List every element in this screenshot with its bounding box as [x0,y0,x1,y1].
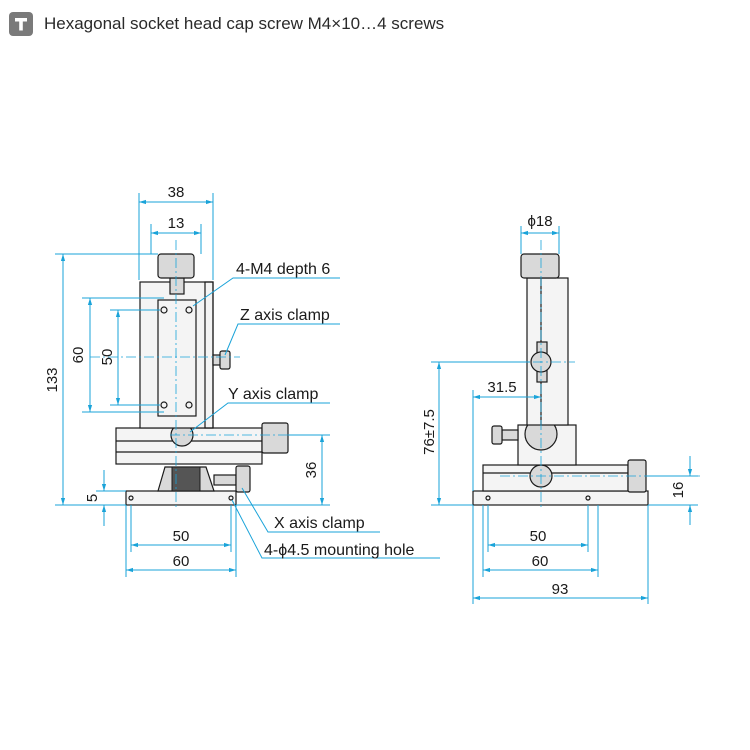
label-y-clamp: Y axis clamp [228,386,319,403]
dim-stage-height: 76±7.5 [421,409,438,455]
note-text: Hexagonal socket head cap screw M4×10…4 … [44,14,445,33]
label-z-clamp: Z axis clamp [240,307,330,324]
dim-hole-pitch-inner: 50 [99,349,116,366]
dim-side-pitch-inner: 50 [530,528,547,545]
front-base-hole [228,495,234,501]
dim-base-pitch-outer: 60 [173,553,190,570]
label-x-clamp: X axis clamp [274,515,365,532]
side-dimensions [431,226,698,604]
front-base-hole [128,495,134,501]
dim-side-total: 93 [552,581,569,598]
side-x-stage [482,464,629,492]
front-tapped-hole [185,306,193,314]
side-dimension-text: ϕ18 31.5 76±7.5 16 50 60 93 [421,213,687,598]
front-tapped-hole [185,401,193,409]
front-carriage [157,299,197,417]
front-z-clamp-knob [219,350,231,370]
label-mounting-hole: 4-ϕ4.5 mounting hole [264,542,414,559]
dim-base-thickness: 5 [84,494,101,502]
front-base-plate [125,490,237,506]
front-y-knob [261,422,289,454]
dim-hole-pitch-outer: 60 [70,347,87,364]
side-z-knob [520,253,560,279]
front-tapped-hole [160,306,168,314]
note-line: Hexagonal socket head cap screw M4×10…4 … [9,11,444,37]
dim-side-height: 16 [670,482,687,499]
side-base-plate [472,490,649,506]
dim-knob-dia: ϕ18 [527,213,552,230]
front-x-clamp-knob [235,465,251,493]
front-tapped-hole [160,401,168,409]
front-x-clamp-shaft [213,474,237,486]
dim-total-height: 133 [44,367,61,392]
front-z-knob-shaft [169,277,185,295]
side-view [472,240,700,510]
dim-side-pitch-outer: 60 [532,553,549,570]
dim-top-width: 38 [168,184,185,201]
dim-base-pitch-inner: 50 [173,528,190,545]
dim-x-stage-height: 36 [303,462,320,479]
front-dimensions [55,193,440,577]
front-column [139,281,214,429]
front-view [90,240,320,510]
front-x-stage-center [171,466,201,492]
side-y-clamp-knob [491,425,503,445]
label-tapped-holes: 4-M4 depth 6 [236,261,330,278]
dim-top-inner: 13 [168,215,185,232]
dim-offset: 31.5 [487,379,516,396]
screw-icon [9,12,33,36]
front-dimension-text: 38 13 133 60 50 5 36 50 60 4-M4 depth 6 … [44,184,414,570]
